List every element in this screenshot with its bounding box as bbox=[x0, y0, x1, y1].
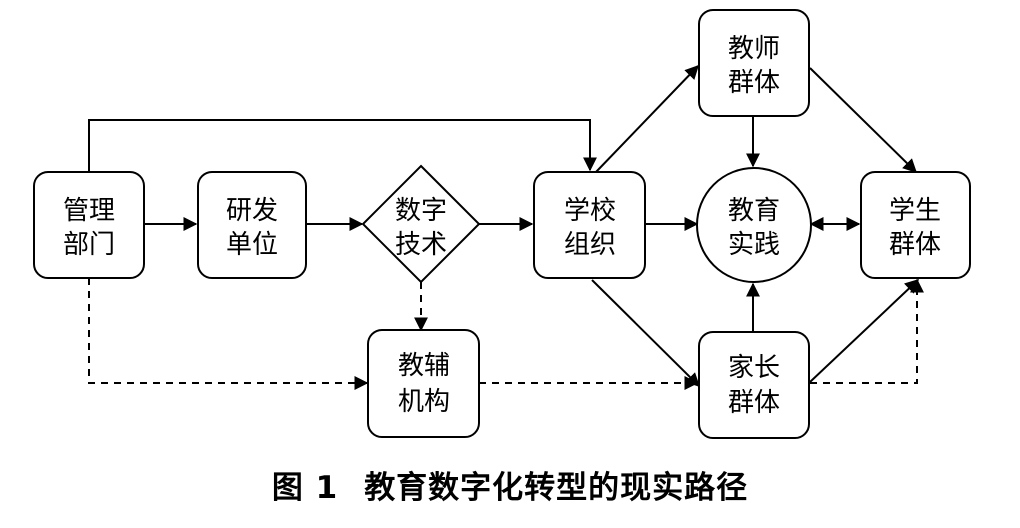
node-xuesheng-line1: 学生 bbox=[889, 196, 941, 226]
node-xuexiao-line2: 组织 bbox=[564, 230, 616, 260]
node-jiazhang-line2: 群体 bbox=[728, 388, 780, 418]
node-xuesheng: 学生 群体 bbox=[860, 171, 971, 279]
node-shuzi-line2: 技术 bbox=[395, 230, 447, 260]
figure-title: 教育数字化转型的现实路径 bbox=[364, 470, 749, 506]
node-jiaofu: 教辅 机构 bbox=[367, 329, 480, 438]
node-xuexiao: 学校 组织 bbox=[533, 171, 646, 279]
edge-xuexiao-to-jiazhang bbox=[591, 279, 700, 387]
figure-caption: 图 1 教育数字化转型的现实路径 bbox=[0, 462, 1020, 507]
edges bbox=[88, 64, 924, 390]
node-jiaoyu-line2: 实践 bbox=[728, 230, 780, 260]
node-jiaoshi: 教师 群体 bbox=[698, 9, 810, 117]
node-shuzi: 数字 技术 bbox=[361, 164, 481, 284]
node-guanli-line2: 部门 bbox=[63, 230, 115, 260]
node-shuzi-line1: 数字 bbox=[395, 196, 447, 226]
edge-jiaoshi-to-xuesheng bbox=[809, 67, 917, 173]
node-jiaoshi-line1: 教师 bbox=[728, 34, 780, 64]
node-yanfa: 研发 单位 bbox=[197, 171, 307, 279]
node-jiaoyu-line1: 教育 bbox=[728, 196, 780, 226]
node-jiazhang: 家长 群体 bbox=[698, 331, 810, 439]
node-jiazhang-line1: 家长 bbox=[728, 353, 780, 383]
edge-jiazhang-to-xuesheng-dashed bbox=[810, 278, 924, 384]
node-jiaoyu: 教育 实践 bbox=[696, 167, 812, 283]
node-jiaofu-line1: 教辅 bbox=[398, 351, 450, 381]
node-xuexiao-line1: 学校 bbox=[564, 196, 616, 226]
flow-diagram: 管理 部门 研发 单位 数字 技术 教辅 机构 学校 组织 教师 群体 bbox=[33, 9, 971, 439]
node-jiaofu-line2: 机构 bbox=[398, 387, 450, 417]
node-yanfa-line1: 研发 bbox=[226, 196, 278, 226]
edge-xuexiao-to-jiaoshi bbox=[595, 64, 699, 173]
node-guanli-line1: 管理 bbox=[63, 196, 115, 226]
figure-label: 图 1 bbox=[271, 470, 339, 506]
node-xuesheng-line2: 群体 bbox=[889, 230, 941, 260]
node-yanfa-line2: 单位 bbox=[226, 230, 278, 260]
edge-guanli-to-jiaofu-dashed bbox=[88, 278, 369, 390]
edge-guanli-to-xuexiao bbox=[88, 119, 597, 172]
node-jiaoshi-line2: 群体 bbox=[728, 68, 780, 98]
node-guanli: 管理 部门 bbox=[33, 171, 145, 279]
edge-jiazhang-to-xuesheng bbox=[809, 279, 920, 383]
